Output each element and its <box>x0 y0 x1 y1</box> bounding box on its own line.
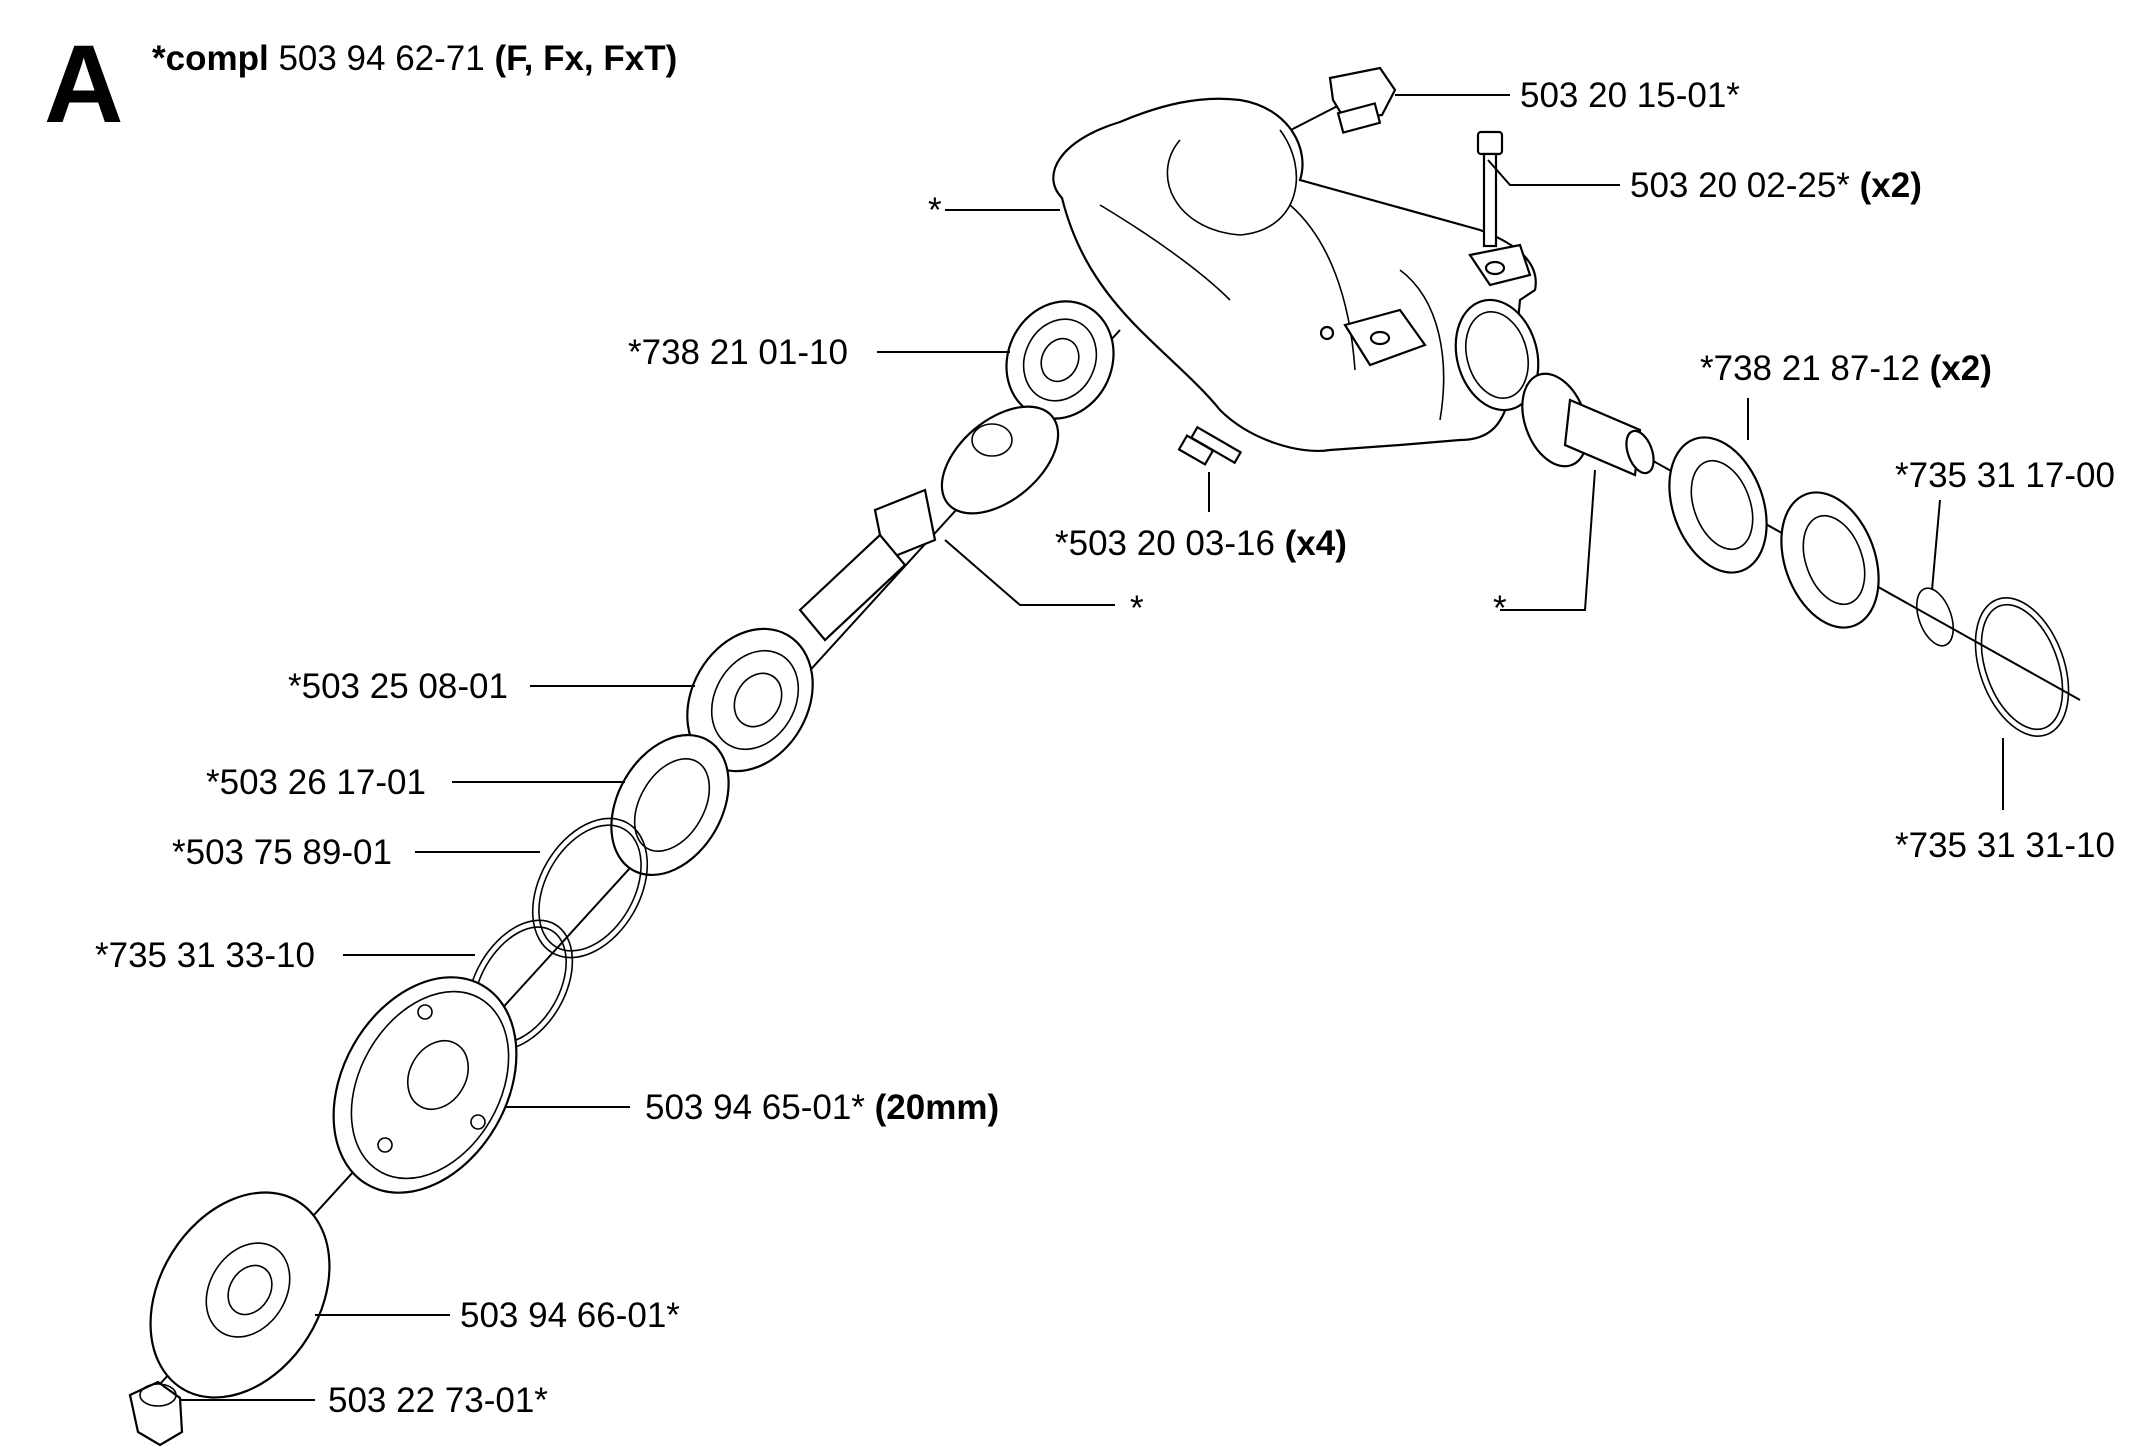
bevel-gear-shaft-end <box>1625 429 1655 475</box>
tab-washer-inner <box>538 824 642 952</box>
lower-bearing-bore <box>733 672 783 728</box>
housing-contour-1 <box>1099 204 1231 301</box>
label-503-20-15-01: 503 20 15-01* <box>1520 76 1740 115</box>
shaft-seal <box>610 733 730 877</box>
bevel-gear <box>1521 372 1655 477</box>
compl-variants: (F, Fx, FxT) <box>494 39 677 78</box>
support-cup-bore <box>227 1264 273 1316</box>
drive-bearing-2-inner <box>1802 514 1866 606</box>
large-circlip-inner <box>1980 603 2064 731</box>
side-screw-shank <box>1189 425 1243 465</box>
lower-bearing-race <box>710 649 800 751</box>
upper-bearing-race <box>1022 318 1098 402</box>
shaft-seal-inner <box>633 758 711 852</box>
label-735-31-31-10: *735 31 31-10 <box>1895 826 2115 865</box>
gear-housing <box>1052 97 1540 452</box>
label-735-31-17-00: *735 31 17-00 <box>1895 456 2115 495</box>
label-503-75-89-01: *503 75 89-01 <box>172 833 392 872</box>
housing-tube-bore <box>1465 310 1529 400</box>
housing-contour-2 <box>1289 204 1356 371</box>
label-503-94-66-01: 503 94 66-01* <box>460 1296 680 1335</box>
output-gear-hub <box>971 423 1013 457</box>
side-screw <box>1177 425 1243 466</box>
label-738-21-01-10: *738 21 01-10 <box>628 333 848 372</box>
part-labels: 503 20 15-01* 503 20 02-25* (x2) * *738 … <box>95 76 2115 1420</box>
housing-contour-3 <box>1399 269 1445 421</box>
label-503-20-02-25: 503 20 02-25* (x2) <box>1630 166 1922 205</box>
output-shaft-spline <box>798 533 907 642</box>
filler-plug-thread <box>1336 102 1382 134</box>
drive-bearing-1-inner <box>1690 459 1754 551</box>
drive-flange-outer <box>332 976 518 1194</box>
leader-735-31-17-00 <box>1931 499 1941 591</box>
compl-number: 503 94 62-71 <box>278 39 484 78</box>
label-503-94-65-01: 503 94 65-01* (20mm) <box>645 1088 999 1127</box>
output-gear-teeth <box>940 405 1060 515</box>
compl-prefix: *compl <box>152 39 269 78</box>
leader-lines <box>180 94 2004 1401</box>
housing-top-hole <box>1484 260 1506 276</box>
drive-bearing-2-outer <box>1780 491 1880 629</box>
drive-flange <box>332 976 518 1194</box>
output-shaft-gear <box>798 405 1060 642</box>
large-circlip <box>1974 597 2070 737</box>
blade-nut-body <box>128 1380 184 1447</box>
tab-washer-outer <box>531 817 649 959</box>
large-circlip-ring <box>1974 597 2070 737</box>
top-screw-head <box>1476 130 1504 156</box>
label-503-26-17-01: *503 26 17-01 <box>206 763 426 802</box>
drive-flange-hole-1 <box>417 1004 433 1020</box>
filler-plug <box>1328 66 1397 134</box>
leader-bevel-gear <box>1500 469 1596 611</box>
blade-nut-bore <box>139 1383 177 1407</box>
small-circlip-ring <box>1915 587 1955 647</box>
support-cup <box>149 1191 331 1399</box>
label-735-31-33-10: *735 31 33-10 <box>95 936 315 975</box>
filler-plug-hex <box>1328 66 1397 122</box>
section-letter: A <box>44 23 123 146</box>
drive-flange-hole-3 <box>377 1137 393 1153</box>
top-screw-shank <box>1482 152 1498 248</box>
label-housing: * <box>928 191 942 230</box>
diagram-header: A *compl 503 94 62-71 (F, Fx, FxT) <box>44 23 677 146</box>
housing-pin <box>1319 325 1335 341</box>
label-738-21-87-12: *738 21 87-12 (x2) <box>1700 349 1992 388</box>
support-cup-hub <box>205 1242 291 1338</box>
tab-washer <box>531 817 649 959</box>
drive-bearing-2 <box>1780 491 1880 629</box>
label-bevel-gear: * <box>1493 589 1507 628</box>
label-503-22-73-01: 503 22 73-01* <box>328 1381 548 1420</box>
housing-clamp-hole <box>1369 330 1391 346</box>
bevel-gear-shaft <box>1563 398 1642 477</box>
small-circlip <box>1915 587 1955 647</box>
support-cup-outer <box>149 1191 331 1399</box>
label-503-25-08-01: *503 25 08-01 <box>288 667 508 706</box>
assembly-title: *compl 503 94 62-71 (F, Fx, FxT) <box>152 39 677 78</box>
shaft-seal-outer <box>610 733 730 877</box>
label-503-20-03-16: *503 20 03-16 (x4) <box>1055 524 1347 563</box>
drive-flange-spline <box>407 1040 469 1110</box>
housing-dome-outline <box>1166 129 1298 236</box>
leader-pinion <box>944 539 1115 606</box>
top-screw <box>1476 130 1504 248</box>
drive-bearing-1-outer <box>1668 436 1768 574</box>
leader-503-20-02-25 <box>1487 159 1620 186</box>
drive-flange-rim <box>350 990 510 1180</box>
upper-bearing-bore <box>1040 337 1080 383</box>
label-pinion: * <box>1130 589 1144 628</box>
drive-bearing-1 <box>1668 436 1768 574</box>
drive-flange-hole-2 <box>470 1114 486 1130</box>
blade-nut <box>128 1380 184 1447</box>
housing-body <box>1052 97 1537 452</box>
